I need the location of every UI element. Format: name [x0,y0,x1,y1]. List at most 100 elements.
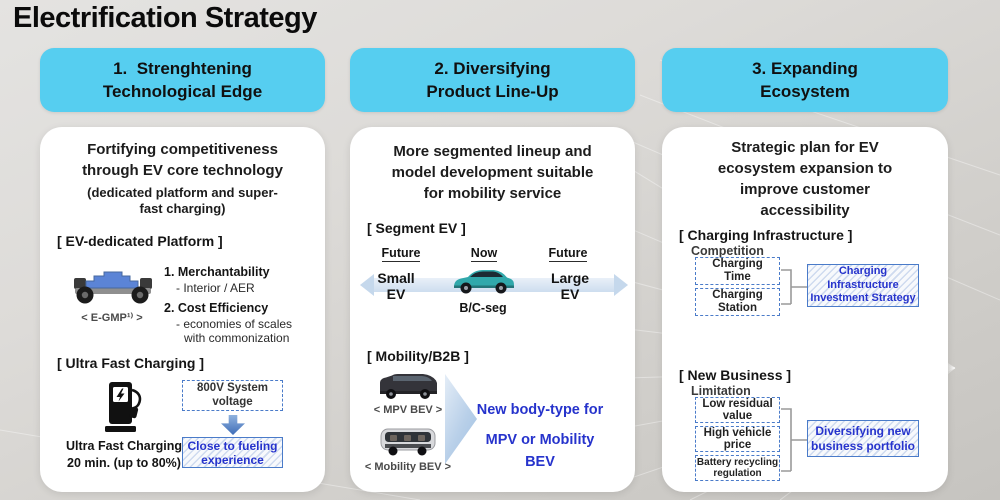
point1-sub: - Interior / AER [176,281,255,295]
business-portfolio-line2: business portfolio [810,438,915,453]
charging-time-line1: Charging [712,258,763,270]
right-chevron-icon [445,374,477,464]
pillar1-intro-sub2: fast charging) [139,201,226,216]
charging-time-line2: Time [724,271,751,283]
segment-ev-section-title: [ Segment EV ] [367,220,466,236]
mpv-bev-image [380,374,437,399]
pillar1-intro-sub: (dedicated platform and super- fast char… [40,185,325,217]
pillar1-header-line1: 1. Strenghtening [113,59,252,78]
charging-caption-line1: Ultra Fast Charging [66,439,182,453]
voltage-box: 800V System voltage [182,380,283,411]
pillar2-header: 2. Diversifying Product Line-Up [350,48,635,112]
pillar2-intro-line3: for mobility service [423,185,562,202]
charging-station-line1: Charging [712,289,763,301]
ev-charger-icon [105,382,142,432]
pillar3-card: Strategic plan for EV ecosystem expansio… [662,127,948,492]
now-text: Now [470,246,498,262]
charging-caption: Ultra Fast Charging 20 min. (up to 80%) [49,438,199,472]
competition-label: Competition [691,244,764,258]
large-ev-line2: EV [560,286,580,302]
mobility-bev-caption: < Mobility BEV > [364,461,452,473]
e-gmp-platform-image [74,271,152,304]
bc-seg-car-image [454,270,514,294]
fueling-box-line1: Close to fueling [187,438,278,453]
ev-platform-section-title: [ EV-dedicated Platform ] [57,233,223,249]
pillar3-header-line1: 3. Expanding [752,59,858,78]
down-arrow-icon [221,415,245,435]
voltage-box-line2: voltage [212,395,253,408]
charging-strategy-line3: Investment Strategy [810,292,916,305]
low-residual-line2: value [722,410,753,422]
pillar1-header-line2: Technological Edge [102,82,263,101]
future-left-label: Future [381,246,421,262]
limitation-label: Limitation [691,384,751,398]
small-ev-line2: EV [386,286,406,302]
battery-recycling-box: Battery recycling regulation [695,455,780,481]
business-bracket [781,408,807,472]
fueling-box-line2: experience [201,452,264,467]
small-ev-label: Small EV [368,270,424,302]
future-right-text: Future [548,246,588,262]
pillar3-intro-line2: ecosystem expansion to [717,160,893,177]
battery-recycling-line2: regulation [713,468,762,479]
high-price-line1: High vehicle [703,426,772,439]
pillar3-intro: Strategic plan for EV ecosystem expansio… [662,137,948,221]
large-ev-line1: Large [550,270,590,286]
high-price-box: High vehicle price [695,426,780,452]
pillar2-header-line1: 2. Diversifying [434,59,551,78]
charging-caption-line2: 20 min. (up to 80%) [67,456,181,470]
charging-station-line2: Station [718,302,757,314]
new-body-type-line2: MPV or Mobility BEV [485,432,595,470]
slide-title: Electrification Strategy [13,2,317,34]
pillar1-intro-sub1: (dedicated platform and super- [87,185,278,200]
bc-seg-label: B/C-seg [459,301,507,315]
point2-sub1: - economies of scales [176,317,293,331]
pillar3-header-line2: Ecosystem [760,82,850,101]
ultra-fast-charging-section-title: [ Ultra Fast Charging ] [57,355,205,371]
now-label: Now [464,246,504,262]
charging-bracket [781,269,807,305]
charging-station-box: Charging Station [695,288,780,316]
pillar3-intro-line4: accessibility [760,202,850,219]
pillar1-intro: Fortifying competitiveness through EV co… [40,139,325,181]
pillar3-intro-line3: improve customer [739,181,871,198]
future-left-text: Future [381,246,421,262]
battery-recycling-line1: Battery recycling [696,456,779,468]
new-body-type-line1: New body-type for [476,402,604,418]
point2-title: 2. Cost Efficiency [164,301,269,315]
new-business-section-title: [ New Business ] [679,367,792,383]
voltage-box-line1: 800V System [197,382,268,394]
pillar3-header: 3. Expanding Ecosystem [662,48,948,112]
pillar1-header: 1. Strenghtening Technological Edge [40,48,325,112]
charging-strategy-line2: Infrastructure [827,278,899,291]
pillar1-card: Fortifying competitiveness through EV co… [40,127,325,492]
fueling-box: Close to fueling experience [182,437,283,468]
mobility-b2b-section-title: [ Mobility/B2B ] [367,348,469,364]
mpv-bev-caption: < MPV BEV > [373,404,443,416]
mobility-bev-image [380,428,436,456]
pillar3-intro-line1: Strategic plan for EV [731,139,879,156]
business-portfolio-line1: Diversifying new [815,423,911,438]
e-gmp-caption: < E-GMP¹⁾ > [81,312,143,324]
large-ev-label: Large EV [542,270,598,302]
future-right-label: Future [548,246,588,262]
low-residual-line1: Low residual [702,397,773,410]
low-residual-box: Low residual value [695,397,780,423]
pillar2-card: More segmented lineup and model developm… [350,127,635,492]
pillar1-intro-line2: through EV core technology [82,162,283,179]
pillar2-header-line2: Product Line-Up [426,82,559,101]
charging-strategy-box: Charging Infrastructure Investment Strat… [807,264,919,307]
charging-infrastructure-section-title: [ Charging Infrastructure ] [679,227,853,243]
small-ev-line1: Small [377,270,415,286]
high-price-line2: price [723,439,752,451]
new-body-type-callout: New body-type for MPV or Mobility BEV [476,399,604,473]
business-portfolio-box: Diversifying new business portfolio [807,420,919,457]
pillar2-intro-line1: More segmented lineup and [393,143,592,160]
pillar2-intro: More segmented lineup and model developm… [350,141,635,204]
pillar2-intro-line2: model development suitable [391,164,594,181]
point2-sub2: with commonization [184,331,290,345]
pillar1-intro-line1: Fortifying competitiveness [87,141,278,158]
charging-time-box: Charging Time [695,257,780,285]
charging-strategy-line1: Charging [838,265,888,278]
point1-title: 1. Merchantability [164,265,270,279]
